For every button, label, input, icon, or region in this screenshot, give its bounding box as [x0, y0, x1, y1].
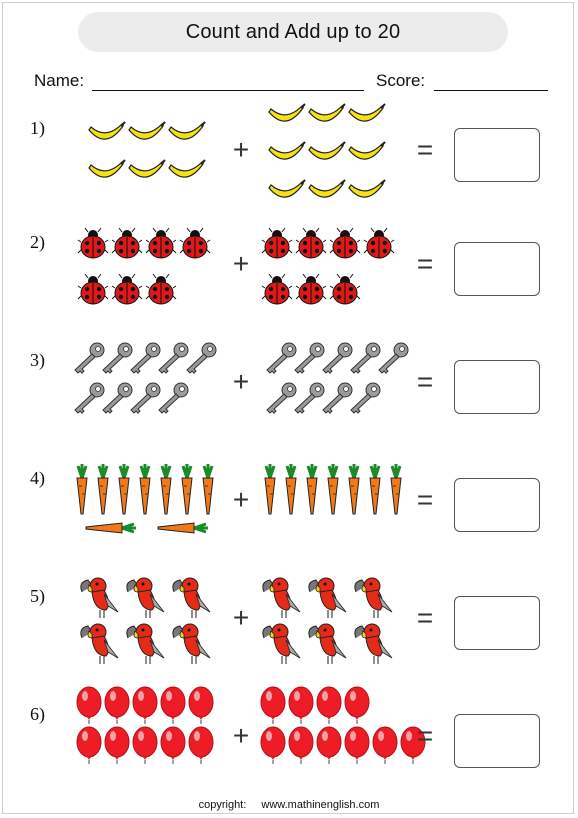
- equals-sign: =: [416, 366, 434, 397]
- answer-box[interactable]: [454, 242, 540, 296]
- answer-box[interactable]: [454, 714, 540, 768]
- plus-sign: +: [232, 248, 250, 279]
- name-line[interactable]: [92, 90, 364, 91]
- copyright-label: copyright:: [198, 799, 247, 811]
- equals-sign: =: [416, 134, 434, 165]
- problem-number: 2): [30, 232, 45, 252]
- answer-box[interactable]: [454, 360, 540, 414]
- title-text: Count and Add up to 20: [185, 20, 401, 43]
- problem-row: 5) + =: [0, 577, 578, 696]
- problem-row: 3) + =: [0, 342, 578, 460]
- problem-row: 1) + =: [0, 103, 578, 228]
- equals-sign: =: [416, 248, 434, 279]
- equals-sign: =: [416, 720, 434, 751]
- problem-row: 6) + =: [0, 686, 578, 814]
- worksheet-title: Count and Add up to 20: [78, 12, 508, 52]
- plus-sign: +: [232, 366, 250, 397]
- plus-sign: +: [232, 134, 250, 165]
- problem-row: 2) + =: [0, 227, 578, 342]
- problem-number: 4): [30, 468, 45, 488]
- equals-sign: =: [416, 484, 434, 515]
- problem-number: 6): [30, 704, 45, 724]
- problem-number: 1): [30, 118, 45, 138]
- score-line[interactable]: [434, 90, 548, 91]
- problem-row: 4) + =: [0, 464, 578, 578]
- name-label: Name:: [34, 71, 85, 90]
- problem-number: 3): [30, 350, 45, 370]
- answer-box[interactable]: [454, 478, 540, 532]
- plus-sign: +: [232, 602, 250, 633]
- footer: copyright: www.mathinenglish.com: [0, 799, 578, 811]
- equals-sign: =: [416, 602, 434, 633]
- plus-sign: +: [232, 484, 250, 515]
- answer-box[interactable]: [454, 128, 540, 182]
- website-text: www.mathinenglish.com: [261, 799, 380, 811]
- answer-box[interactable]: [454, 596, 540, 650]
- plus-sign: +: [232, 720, 250, 751]
- problem-number: 5): [30, 586, 45, 606]
- score-label: Score:: [376, 71, 426, 90]
